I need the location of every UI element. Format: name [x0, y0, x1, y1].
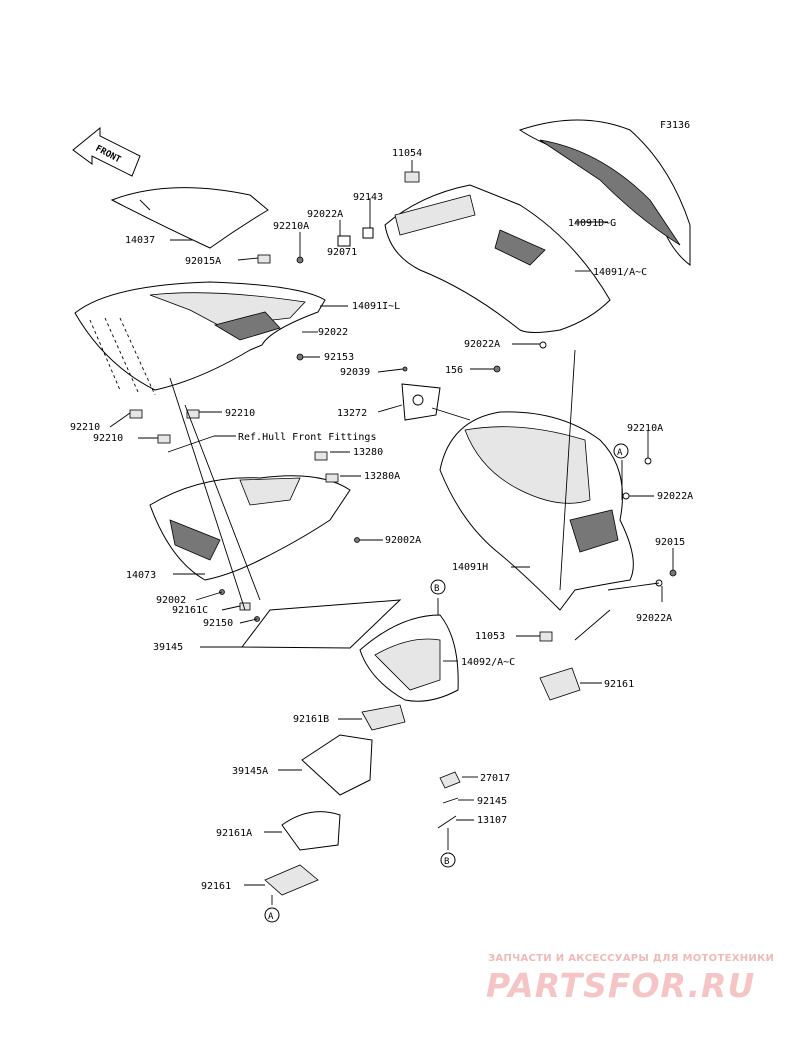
marker-label: B — [434, 584, 439, 594]
part-92161a — [281, 811, 341, 851]
callout: 92015A — [185, 256, 221, 267]
callout: 156 — [445, 365, 463, 376]
part-14037 — [110, 187, 269, 249]
callout: 92210A — [273, 221, 309, 232]
part-14091h — [439, 411, 634, 611]
front-arrow-icon: FRONT — [72, 126, 141, 177]
callout: 14091D~G — [568, 218, 616, 229]
callout: 92210 — [225, 408, 255, 419]
callout: 14091I~L — [352, 301, 400, 312]
diagram-code: F3136 — [660, 120, 690, 131]
callout: 92022A — [657, 491, 693, 502]
callout: 92161C — [172, 605, 208, 616]
part-14091d-g — [518, 119, 691, 267]
circle-markers: A A B B — [264, 443, 629, 923]
callout: 14092/A~C — [461, 657, 515, 668]
callout: 92145 — [477, 796, 507, 807]
callout: 92002 — [156, 595, 186, 606]
callout: 92161 — [604, 679, 634, 690]
callout: 14073 — [126, 570, 156, 581]
part-13272 — [401, 383, 441, 421]
small-hardware — [129, 171, 677, 829]
callout: 11054 — [392, 148, 422, 159]
part-92161-lower — [264, 864, 319, 896]
callout: 92150 — [203, 618, 233, 629]
callout: 13272 — [337, 408, 367, 419]
marker-label: B — [444, 857, 449, 867]
callout: 92015 — [655, 537, 685, 548]
callout: 92210 — [93, 433, 123, 444]
leader-lines — [109, 160, 674, 905]
callout: 92210A — [627, 423, 663, 434]
marker-label: A — [617, 448, 623, 458]
watermark-logo: PARTSFOR.RU — [486, 966, 756, 1005]
part-39145a — [301, 734, 373, 796]
callout: 92071 — [327, 247, 357, 258]
callout: 13280A — [364, 471, 400, 482]
marker-label: A — [268, 912, 274, 922]
part-14073 — [149, 475, 351, 581]
callout: 92022A — [307, 209, 343, 220]
callout: 92022 — [318, 327, 348, 338]
callout: 14037 — [125, 235, 155, 246]
callout: 92161 — [201, 881, 231, 892]
callout: 92039 — [340, 367, 370, 378]
callout: 13280 — [353, 447, 383, 458]
callout: 92153 — [324, 352, 354, 363]
part-39145 — [241, 599, 402, 649]
ref-note: Ref.Hull Front Fittings — [238, 432, 376, 443]
callout: 39145A — [232, 766, 268, 777]
callout-labels: 11054 92143 92022A 92210A 92071 14037 92… — [70, 148, 693, 892]
part-14091-a-c — [384, 184, 611, 333]
callout: 92143 — [353, 192, 383, 203]
callout: 14091H — [452, 562, 488, 573]
callout: 39145 — [153, 642, 183, 653]
part-27017 — [439, 771, 461, 789]
callout: 92022A — [636, 613, 672, 624]
callout: 92161B — [293, 714, 329, 725]
callout: 14091/A~C — [593, 267, 647, 278]
callout: 11053 — [475, 631, 505, 642]
callout: 92002A — [385, 535, 421, 546]
part-14091i-l — [74, 281, 326, 396]
callout: 92210 — [70, 422, 100, 433]
part-14092-a-c — [359, 614, 459, 702]
part-92161b — [361, 704, 406, 731]
watermark-tagline: ЗАПЧАСТИ И АКСЕССУАРЫ ДЛЯ МОТОТЕХНИКИ — [488, 953, 775, 964]
callout: 13107 — [477, 815, 507, 826]
callout: 92022A — [464, 339, 500, 350]
callout: 27017 — [480, 773, 510, 784]
callout: 92161A — [216, 828, 252, 839]
part-92161-right — [539, 667, 581, 701]
